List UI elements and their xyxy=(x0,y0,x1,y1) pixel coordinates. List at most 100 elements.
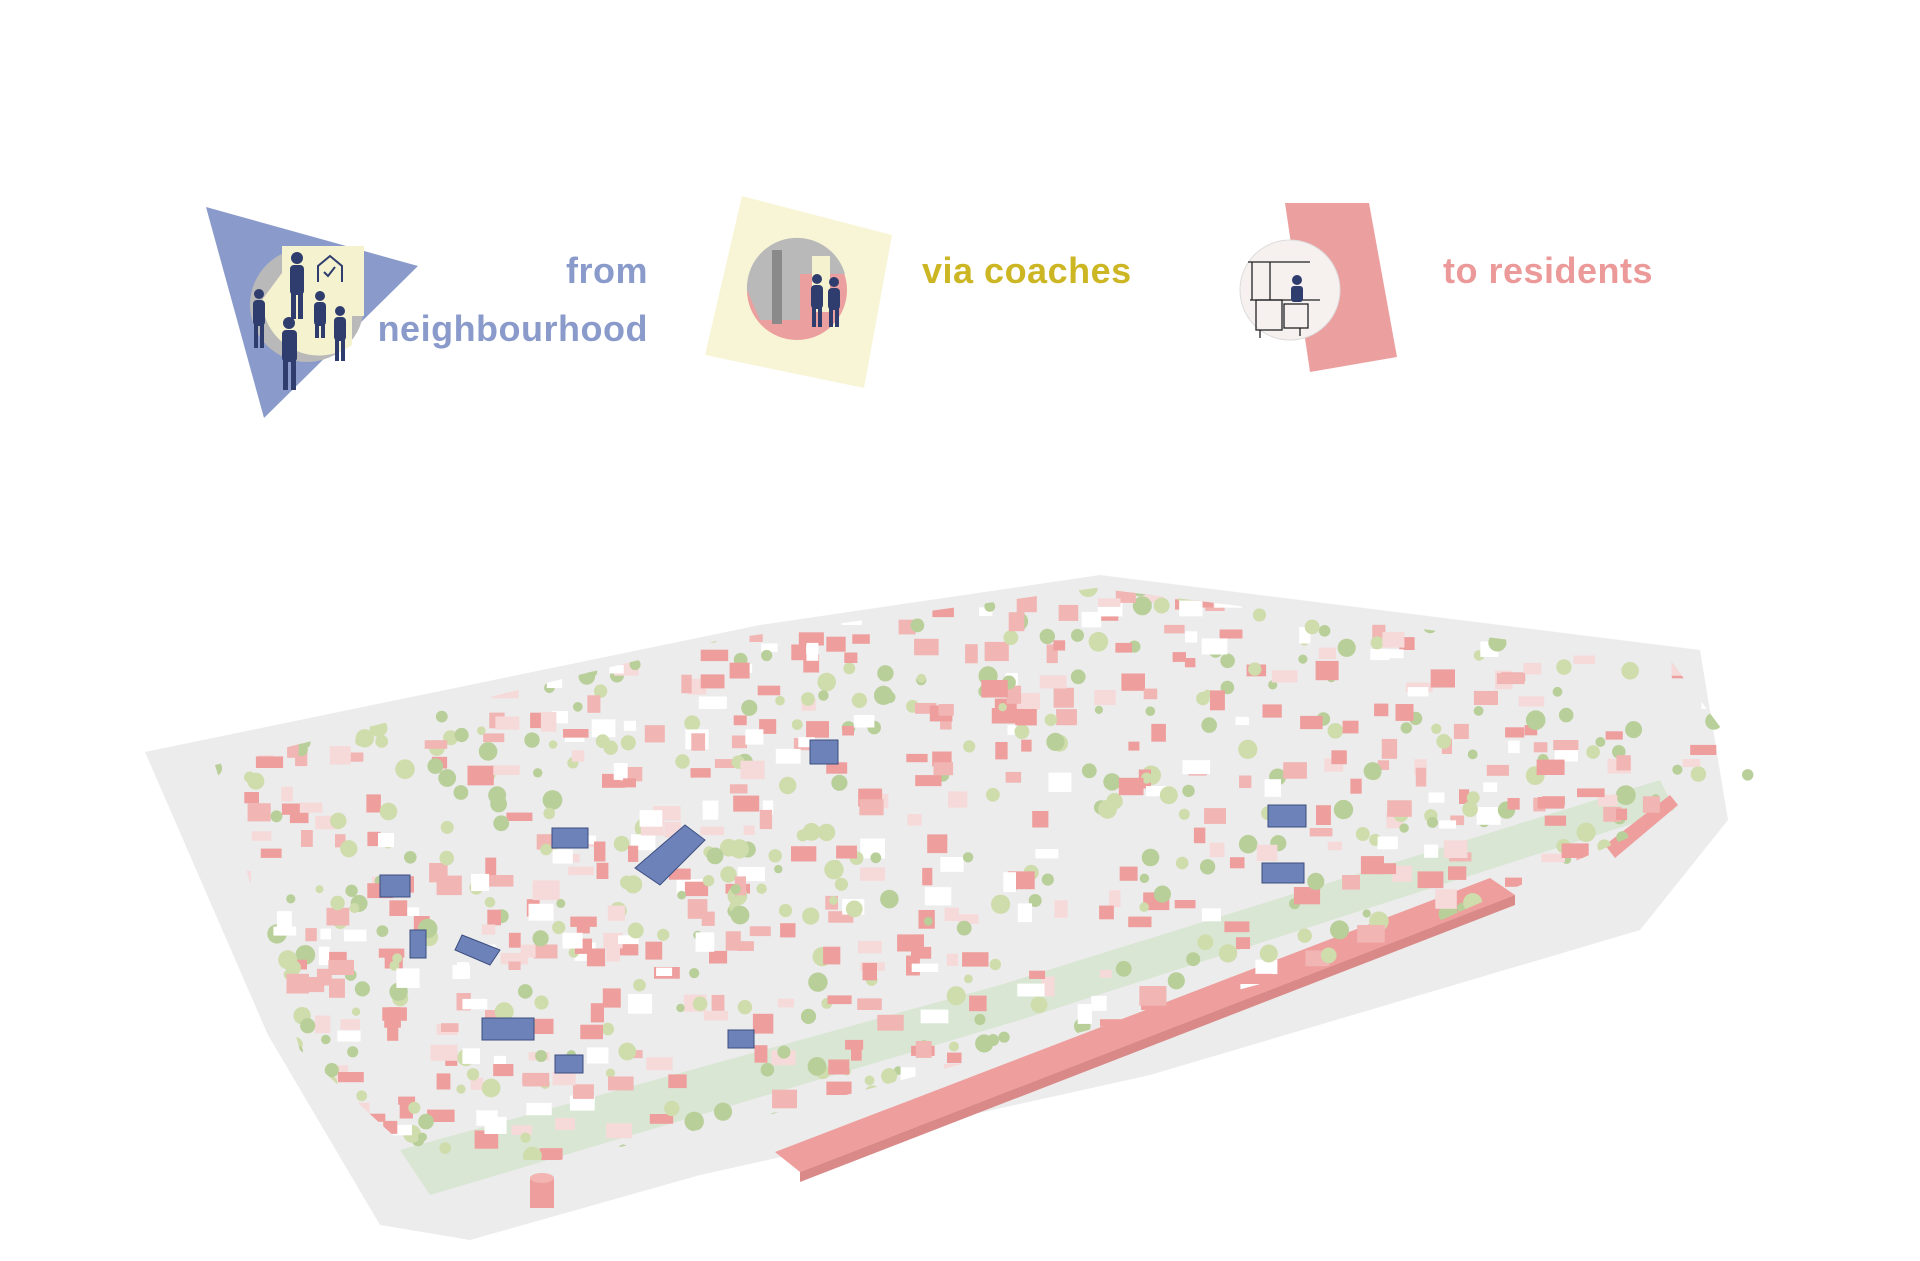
house-block xyxy=(775,748,801,764)
tree xyxy=(150,695,162,707)
tree xyxy=(689,968,700,979)
house-block xyxy=(406,633,422,643)
tree xyxy=(1168,1109,1182,1123)
house-block xyxy=(319,596,342,612)
tree xyxy=(332,669,348,685)
tree xyxy=(778,903,793,918)
house-block xyxy=(619,944,639,956)
house-block xyxy=(452,965,470,979)
house-block xyxy=(1496,673,1525,685)
tree xyxy=(173,1070,189,1086)
tree xyxy=(644,588,664,606)
tree xyxy=(719,838,738,857)
highlighted-buildings xyxy=(379,739,1307,1074)
house-block xyxy=(1115,642,1133,653)
house-block xyxy=(1702,971,1727,985)
tree xyxy=(1517,1071,1528,1082)
house-block xyxy=(1209,842,1225,858)
house-block xyxy=(1459,789,1470,804)
house-block xyxy=(749,926,771,937)
tree xyxy=(1184,1082,1197,1095)
house-block xyxy=(911,963,939,972)
tree xyxy=(411,552,431,572)
legend-label-via: via coaches xyxy=(922,250,1132,291)
house-block xyxy=(644,725,665,743)
tree xyxy=(534,995,549,1010)
tree xyxy=(1094,705,1103,715)
house-block xyxy=(844,652,858,663)
house-block xyxy=(780,923,796,938)
house-block xyxy=(1505,877,1522,887)
house-block xyxy=(714,759,737,768)
house-block xyxy=(594,841,606,862)
tree xyxy=(540,843,552,856)
house-block xyxy=(1731,1157,1759,1160)
tree xyxy=(484,897,496,908)
house-block xyxy=(1172,652,1186,662)
tree xyxy=(215,675,218,684)
tree xyxy=(1625,624,1642,641)
house-block xyxy=(842,726,854,736)
tree xyxy=(777,1045,791,1059)
tree xyxy=(1404,601,1417,614)
tree xyxy=(1609,1067,1624,1082)
house-block xyxy=(1246,1136,1271,1145)
tree xyxy=(197,940,210,953)
tree xyxy=(1330,920,1349,940)
house-block xyxy=(1417,871,1444,889)
house-block xyxy=(272,1157,289,1160)
house-block xyxy=(462,1048,480,1064)
tree xyxy=(267,556,283,572)
house-block xyxy=(161,987,174,1003)
tree xyxy=(1572,1124,1591,1144)
tree xyxy=(1427,816,1438,828)
tree xyxy=(1115,960,1132,977)
tree xyxy=(737,1000,753,1015)
house-block xyxy=(1017,903,1032,923)
house-block xyxy=(1722,1171,1732,1184)
house-block xyxy=(857,940,882,954)
house-block xyxy=(1128,916,1152,928)
house-block xyxy=(573,1084,594,1099)
house-block xyxy=(255,707,273,726)
house-block xyxy=(752,1013,774,1034)
tree xyxy=(940,1144,954,1159)
house-block xyxy=(1262,704,1282,718)
house-block xyxy=(232,633,250,652)
house-block xyxy=(1331,750,1347,765)
tree xyxy=(601,1022,615,1036)
house-block xyxy=(945,1174,967,1193)
tree xyxy=(756,883,767,894)
house-block xyxy=(1607,962,1626,973)
house-block xyxy=(1577,788,1605,798)
house-block xyxy=(914,638,939,656)
house-block xyxy=(1300,715,1323,730)
tree xyxy=(466,1068,480,1081)
tree xyxy=(1431,723,1442,734)
house-block xyxy=(1450,815,1465,826)
tree xyxy=(1098,799,1117,819)
house-block xyxy=(642,564,656,575)
house-block xyxy=(1486,997,1503,1009)
tree xyxy=(1731,975,1746,990)
house-block xyxy=(281,803,300,815)
house-block xyxy=(1357,925,1385,943)
tree xyxy=(831,774,848,791)
house-block xyxy=(1143,688,1158,700)
house-block xyxy=(1592,976,1617,991)
house-block xyxy=(1370,648,1390,661)
tree xyxy=(354,981,370,997)
tree xyxy=(1719,897,1733,911)
tree xyxy=(620,875,634,890)
house-block xyxy=(798,737,815,748)
house-block xyxy=(1621,1113,1638,1132)
house-block xyxy=(287,661,303,674)
tree xyxy=(404,851,417,864)
house-block xyxy=(1309,828,1333,837)
tree xyxy=(998,703,1007,712)
tree xyxy=(775,695,785,706)
house-block xyxy=(899,588,912,606)
house-block xyxy=(1558,1102,1571,1119)
tree xyxy=(1633,934,1649,950)
house-block xyxy=(1293,887,1321,905)
